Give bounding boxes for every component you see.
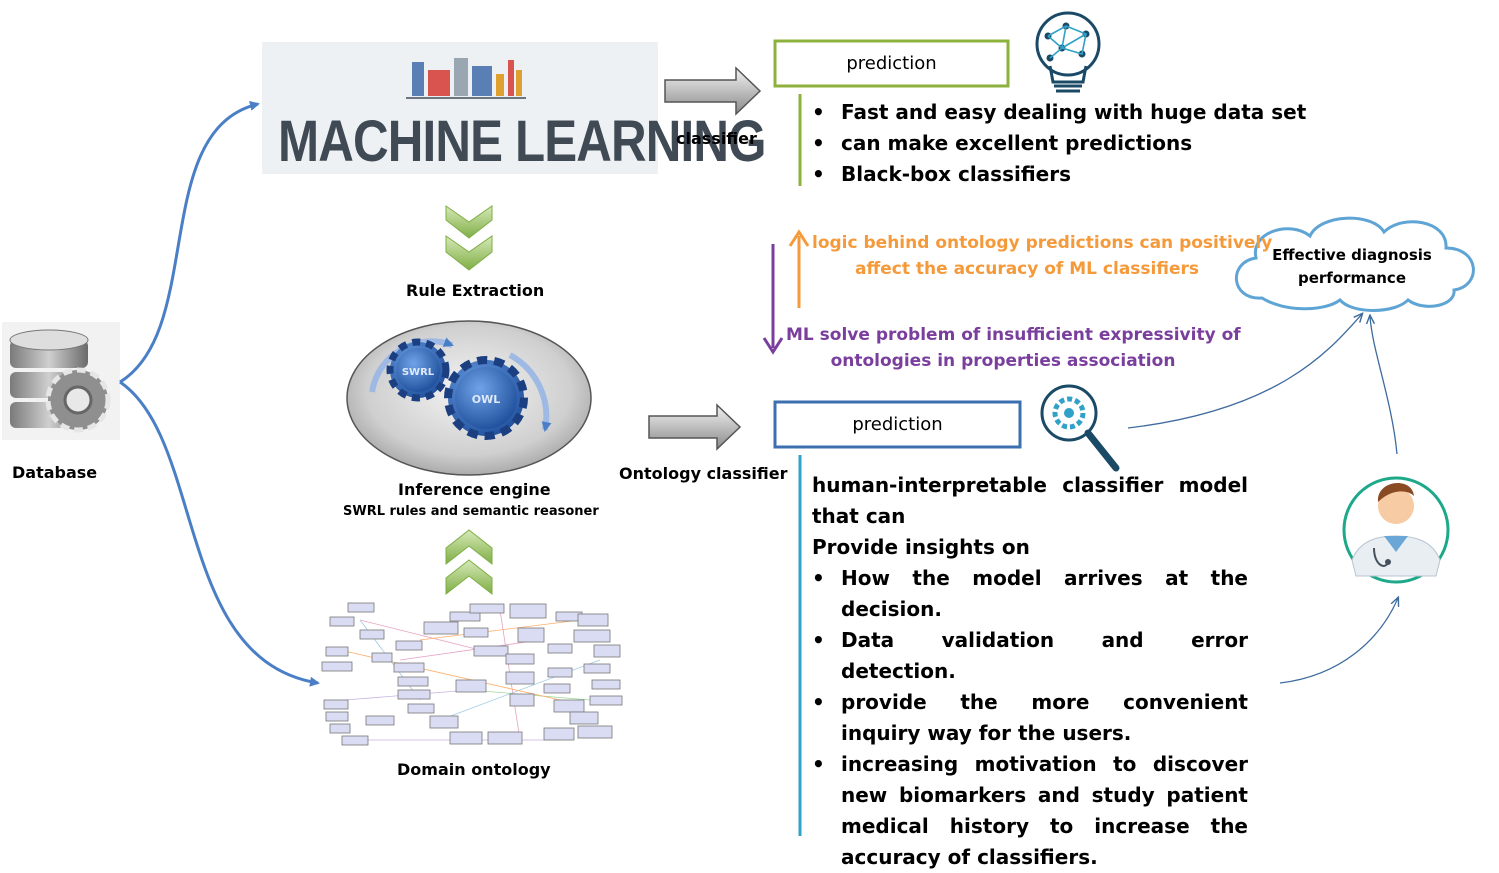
lightbulb-network-icon xyxy=(1035,11,1101,93)
inference-engine-title: Inference engine xyxy=(398,480,551,499)
list-item: Black-box classifiers xyxy=(812,159,1282,190)
onto-provide: Provide insights on xyxy=(812,535,1030,559)
onto-prediction-text: human-interpretable classifier model tha… xyxy=(812,470,1248,873)
ontology-classifier-block-arrow xyxy=(648,403,742,451)
cloud-line: performance xyxy=(1297,269,1407,287)
text-to-doctor-arrow xyxy=(1279,598,1398,684)
database-gear-icon xyxy=(2,322,120,440)
swrl-label: SWRL xyxy=(402,367,435,378)
ml-banner-icon xyxy=(262,42,658,174)
orange-note-line: logic behind ontology predictions can po… xyxy=(812,233,1273,253)
rule-extraction-label: Rule Extraction xyxy=(406,281,545,300)
ontology-classifier-label: Ontology classifier xyxy=(619,464,788,483)
ml-prediction-box xyxy=(773,39,1010,88)
magnifier-gear-icon xyxy=(1040,384,1120,472)
onto-intro: human-interpretable classifier model tha… xyxy=(812,473,1248,528)
orange-note: logic behind ontology predictions can po… xyxy=(812,230,1273,282)
doctor-avatar-icon xyxy=(1342,476,1450,584)
list-item: can make excellent predictions xyxy=(812,128,1282,159)
onto-to-cloud-arrow xyxy=(1127,314,1362,429)
ml-prediction-label: prediction xyxy=(846,53,937,74)
cloud-line: Effective diagnosis xyxy=(1272,246,1432,264)
domain-ontology-chevron-icon xyxy=(445,529,493,596)
doctor-to-cloud-arrow xyxy=(1370,316,1398,455)
swrl-gear-icon xyxy=(386,338,450,402)
list-item: increasing motivation to discover new bi… xyxy=(812,749,1248,873)
orange-note-line: affect the accuracy of ML classifiers xyxy=(855,259,1199,279)
cloud-text: Effective diagnosis performance xyxy=(1262,244,1442,290)
onto-prediction-box xyxy=(773,400,1022,449)
cloud-shape xyxy=(1235,216,1475,312)
list-item: How the model arrives at the decision. xyxy=(812,563,1248,625)
classifier-label: classifier xyxy=(676,129,757,148)
list-item: Fast and easy dealing with huge data set xyxy=(812,97,1306,128)
onto-prediction-label: prediction xyxy=(852,414,943,435)
onto-prediction-list: How the model arrives at the decision. D… xyxy=(812,563,1248,873)
database-label: Database xyxy=(12,463,98,482)
purple-note-line: ML solve problem of insufficient express… xyxy=(786,325,1241,345)
list-item: Data validation and error detection. xyxy=(812,625,1248,687)
inference-engine-subtitle: SWRL rules and semantic reasoner xyxy=(343,504,599,519)
list-item: provide the more convenient inquiry way … xyxy=(812,687,1248,749)
inference-engine-graphic xyxy=(346,320,592,476)
ml-prediction-list: Fast and easy dealing with huge data set… xyxy=(812,97,1306,190)
owl-label: OWL xyxy=(472,393,501,406)
owl-gear-icon xyxy=(444,356,528,440)
db-to-ml-arrow xyxy=(119,101,260,384)
rule-extraction-chevron-icon xyxy=(445,205,493,271)
domain-ontology-label: Domain ontology xyxy=(397,760,551,779)
db-to-ontology-arrow xyxy=(119,380,320,687)
classifier-block-arrow xyxy=(664,66,762,116)
purple-note: ML solve problem of insufficient express… xyxy=(786,322,1241,374)
ontology-graph-icon xyxy=(321,602,623,746)
purple-note-line: ontologies in properties association xyxy=(830,351,1176,371)
ml-title: MACHINE LEARNING xyxy=(278,109,766,174)
